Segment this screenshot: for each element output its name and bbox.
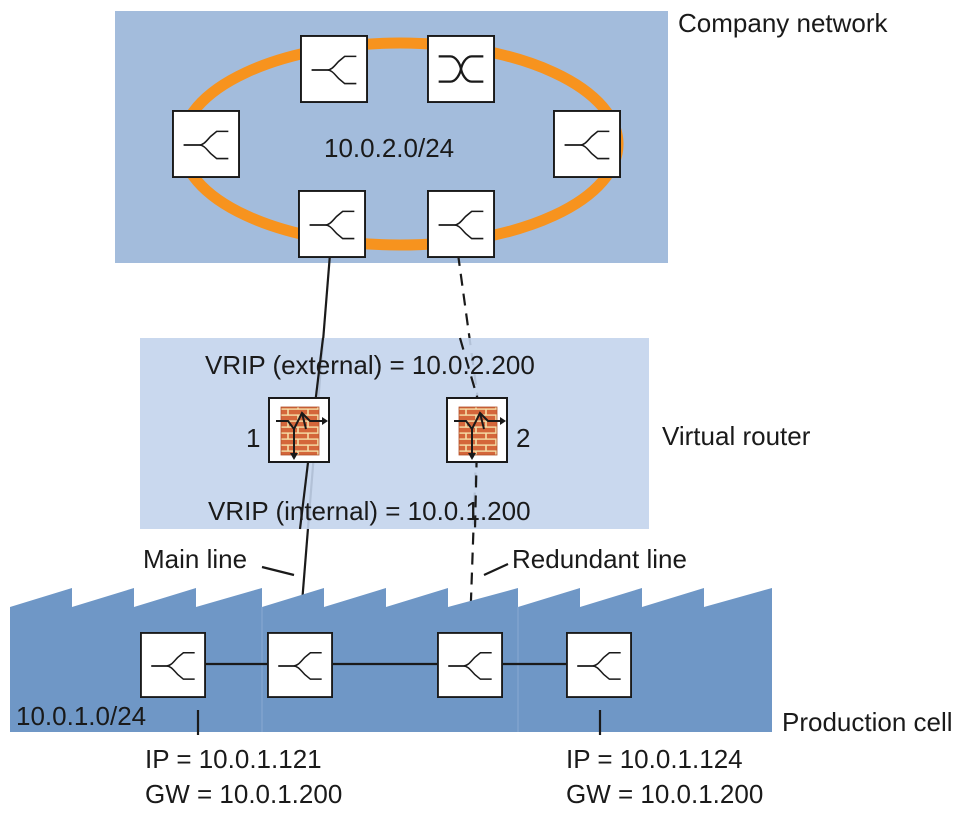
company-subnet-label: 10.0.2.0/24	[324, 133, 454, 163]
switch-icon	[298, 190, 366, 258]
switch-icon	[437, 632, 503, 698]
vrip-external-label: VRIP (external) = 10.0.2.200	[205, 350, 535, 380]
company-network-label: Company network	[678, 8, 889, 38]
host-right-ip: IP = 10.0.1.124	[566, 744, 743, 774]
main-line-leader	[261, 565, 295, 577]
switch-icon	[566, 632, 632, 698]
virtual-router-area	[140, 338, 649, 529]
host-right-gw: GW = 10.0.1.200	[566, 779, 763, 809]
switch-icon	[300, 35, 368, 103]
switch-icon	[427, 190, 495, 258]
production-subnet-label: 10.0.1.0/24	[16, 701, 146, 731]
redundant-line-label: Redundant line	[512, 544, 687, 574]
vrip-internal-label: VRIP (internal) = 10.0.1.200	[208, 496, 531, 526]
router-2-number: 2	[516, 423, 530, 453]
main-line-label: Main line	[143, 544, 247, 574]
switch-icon	[267, 632, 333, 698]
switch-icon	[553, 110, 621, 178]
host-left-ip: IP = 10.0.1.121	[145, 744, 322, 774]
virtual-router-label: Virtual router	[662, 421, 811, 451]
production-cell-label: Production cell	[782, 707, 953, 737]
router-1-icon	[268, 397, 330, 463]
router-2-icon	[446, 397, 508, 463]
redundant-line-leader	[483, 563, 509, 576]
router-1-number: 1	[246, 423, 260, 453]
switch-icon	[172, 110, 240, 178]
switch-icon	[140, 632, 206, 698]
switch-icon	[427, 35, 495, 103]
host-left-gw: GW = 10.0.1.200	[145, 779, 342, 809]
